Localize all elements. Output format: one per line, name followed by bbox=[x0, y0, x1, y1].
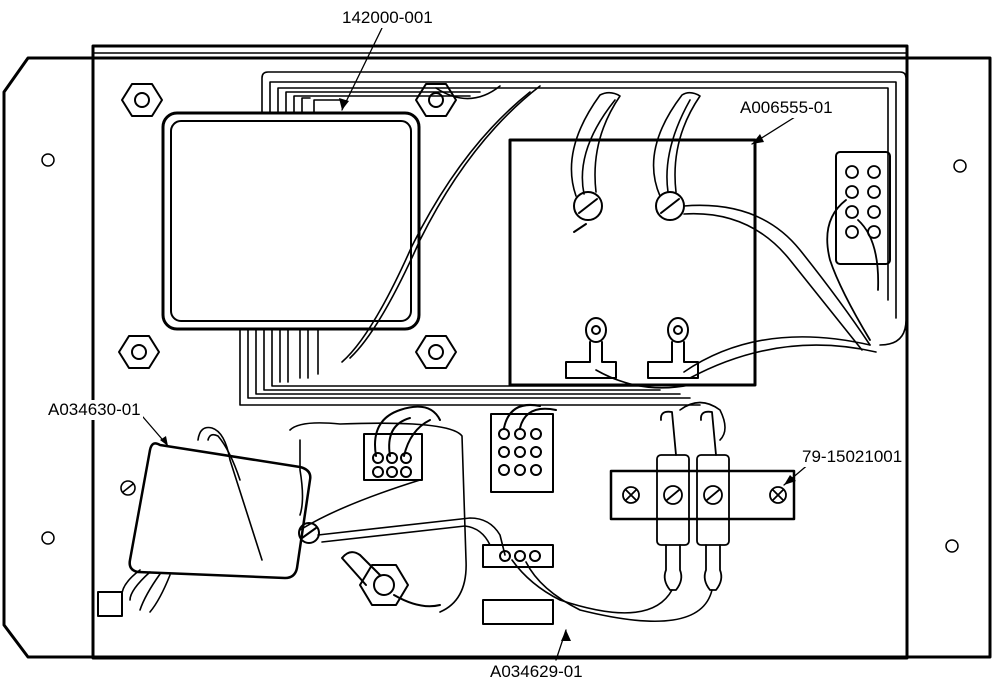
connector-d bbox=[482, 599, 554, 625]
connector-b bbox=[490, 404, 557, 493]
relay-board bbox=[508, 138, 757, 387]
mount-hole bbox=[41, 531, 55, 545]
cord-plug bbox=[97, 591, 123, 617]
ground-lug bbox=[341, 551, 441, 608]
mount-hole bbox=[945, 539, 959, 553]
transformer-bottom-leads bbox=[239, 328, 701, 406]
connector-a bbox=[363, 405, 441, 481]
hex-nut bbox=[118, 335, 160, 369]
terminal-strip bbox=[609, 469, 796, 521]
hex-nut bbox=[415, 335, 457, 369]
transformer-part-number: 142000-001 bbox=[340, 8, 435, 28]
relay-screw bbox=[573, 191, 603, 221]
mount-hole bbox=[41, 153, 55, 167]
line-filter bbox=[128, 442, 312, 580]
connector-c bbox=[482, 544, 554, 568]
right-connector bbox=[835, 151, 891, 265]
relay-board-part-number: A006555-01 bbox=[738, 98, 835, 118]
transformer-top-leads bbox=[261, 71, 907, 346]
chassis-plate bbox=[91, 44, 909, 660]
hex-nut bbox=[415, 83, 457, 117]
relay-terminal bbox=[565, 317, 617, 379]
mount-hole bbox=[953, 159, 967, 173]
filter-screw bbox=[298, 522, 320, 544]
connector-part-number: A034629-01 bbox=[488, 662, 585, 682]
terminal-strip-part-number: 79-15021001 bbox=[800, 447, 905, 467]
transformer bbox=[161, 111, 421, 331]
chassis-outline bbox=[2, 56, 992, 659]
filter-part-number: A034630-01 bbox=[46, 400, 143, 420]
hex-nut bbox=[121, 83, 163, 117]
relay-terminal bbox=[647, 317, 699, 379]
